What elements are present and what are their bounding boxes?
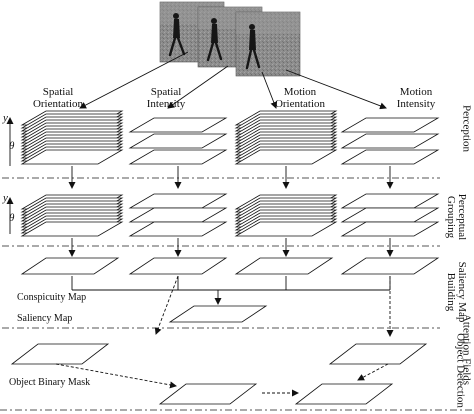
theta-axis-symbol: θ	[9, 140, 14, 152]
object-binary-mask-right	[296, 384, 392, 404]
object-binary-mask-left	[160, 384, 256, 404]
conspicuity-map-2-layer	[130, 258, 226, 274]
y-axis-symbol: y	[3, 112, 8, 124]
attention-field-right-layer	[330, 344, 426, 364]
grouping-intensity-stack-1	[130, 194, 226, 236]
attention-field-right	[330, 344, 426, 364]
stage-label-perception: Perception	[461, 89, 472, 169]
conspicuity-map-2	[130, 258, 226, 274]
conspicuity-map-label: Conspicuity Map	[17, 292, 86, 304]
perception-intensity-stack-2-layer	[342, 134, 438, 148]
theta-axis-symbol-grouping: θ	[9, 212, 14, 224]
object-binary-mask-right-layer	[296, 384, 392, 404]
feature-map-stacks	[12, 111, 438, 404]
perception-intensity-stack-1-layer	[130, 118, 226, 132]
grouping-intensity-stack-2-layer	[342, 222, 438, 236]
dotted-arrow-right-to-mask	[358, 364, 388, 380]
grouping-intensity-stack-2-layer	[342, 208, 438, 222]
conspicuity-map-3	[236, 258, 332, 274]
object-binary-mask-label: Object Binary Mask	[9, 377, 90, 389]
grouping-orientation-stack-1	[22, 195, 122, 236]
saliency-map	[170, 306, 266, 322]
perception-orientation-stack-1	[22, 111, 122, 164]
grouping-intensity-stack-1-layer	[130, 194, 226, 208]
stage-label-object-detection: Object Detection	[455, 326, 466, 414]
conspicuity-map-4-layer	[342, 258, 438, 274]
conspicuity-map-3-layer	[236, 258, 332, 274]
y-axis-symbol-grouping: y	[3, 192, 8, 204]
conspicuity-map-4	[342, 258, 438, 274]
perception-intensity-stack-1-layer	[130, 134, 226, 148]
grouping-intensity-stack-2-layer	[342, 194, 438, 208]
video-frame-3	[236, 12, 300, 76]
input-frames	[160, 2, 300, 76]
saliency-map-label: Saliency Map	[17, 313, 72, 325]
grouping-intensity-stack-1-layer	[130, 222, 226, 236]
conspicuity-map-1-layer	[22, 258, 118, 274]
perception-intensity-stack-2	[342, 118, 438, 164]
grouping-orientation-stack-2	[236, 195, 336, 236]
perception-intensity-stack-2-layer	[342, 150, 438, 164]
attention-field-left-layer	[12, 344, 108, 364]
perception-orientation-stack-2	[236, 111, 336, 164]
object-binary-mask-left-layer	[160, 384, 256, 404]
perception-intensity-stack-1	[130, 118, 226, 164]
grouping-intensity-stack-1-layer	[130, 208, 226, 222]
perception-intensity-stack-2-layer	[342, 118, 438, 132]
perception-intensity-stack-1-layer	[130, 150, 226, 164]
dotted-arrow-to-attention-left	[156, 276, 178, 334]
grouping-intensity-stack-2	[342, 194, 438, 236]
conspicuity-map-1	[22, 258, 118, 274]
saliency-map-layer	[170, 306, 266, 322]
attention-field-left	[12, 344, 108, 364]
